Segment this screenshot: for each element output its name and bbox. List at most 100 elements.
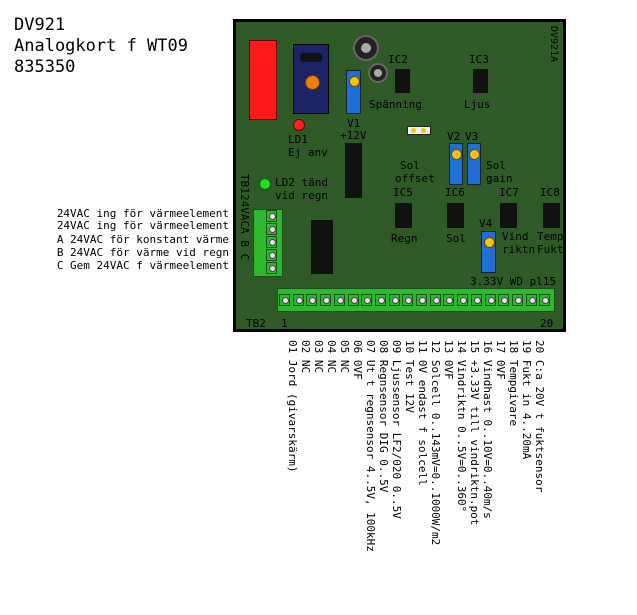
ic3-chip [473,69,488,93]
sol-gain-label-1: Sol [486,159,506,172]
tb2-first-pin: 1 [281,317,288,330]
tb2-terminal[interactable] [539,294,551,306]
tb2-pin-description: 14 Vindriktn 0..5V=0..360° [455,340,468,513]
sol-offset-label-2: offset [395,172,435,185]
tb2-terminal[interactable] [292,294,304,306]
tb2-terminal[interactable] [443,294,455,306]
fukt-label: Fukt [537,243,564,256]
sol-gain-label-2: gain [486,172,513,185]
tb1-terminal-1[interactable] [266,210,277,222]
red-relay-block [249,40,277,120]
v4-label: V4 [479,217,493,230]
riktn-label: riktn [502,243,536,256]
pcb-board: DV921A IC2 Spänning IC3 Ljus V1 +12V LD1… [233,19,566,332]
trimpot-v2[interactable] [449,143,463,185]
tb2-terminal[interactable] [333,294,345,306]
tb2-pin-description: 05 NC [338,340,351,374]
tb1-desc-4: B 24VAC för värme vid regn [56,246,229,259]
v1-label: V1 [347,117,361,130]
regn-label: Regn [391,232,418,245]
header-line-2: Analogkort f WT09 [14,36,188,56]
tb1-desc-3: A 24VAC för konstant värme [56,233,229,246]
tb2-terminal[interactable] [320,294,332,306]
tb1-desc-5: C Gem 24VAC f värmeelement [56,259,229,272]
ic8-label: IC8 [540,186,560,199]
ld2-label: LD2 tänd [275,176,328,189]
tb2-terminal[interactable] [306,294,318,306]
tb1-terminal-c[interactable] [266,262,277,274]
tb2-terminal[interactable] [361,294,373,306]
ic6-chip [447,203,464,228]
tb2-terminal[interactable] [279,294,290,306]
ej-anv-label: Ej anv [288,146,328,159]
capacitor-large [353,35,379,61]
board-id-label: DV921A [548,26,559,63]
tb2-pin-description: 01 Jord (givarskärm) [286,340,299,473]
trimpot-v4[interactable] [481,231,496,273]
ic7-label: IC7 [499,186,519,199]
tb1-terminal-2[interactable] [266,223,277,235]
tb1-terminal-b[interactable] [266,249,277,261]
tb2-pin-description: 10 Test 12V [403,340,416,413]
tb1-terminal-a[interactable] [266,236,277,248]
tb2-pin-description: 15 +3.33V till vindriktn.pot [468,340,481,526]
sol-offset-label-1: Sol [400,159,420,172]
led-ld2 [259,178,271,190]
tb2-terminal[interactable] [429,294,441,306]
tb2-terminal[interactable] [347,294,359,306]
tb2-terminal[interactable] [511,294,523,306]
led-ld1 [293,119,305,131]
tb2-pin-description: 09 Ljussensor LF2/020 0..5V [390,340,403,519]
screw-icon [305,75,320,90]
sol-label: Sol [446,232,466,245]
vind-label: Vind [502,230,529,243]
tb2-terminal[interactable] [484,294,496,306]
tb1-label: TB1 [238,174,251,194]
tb1-pin-labels: 24VACA B C [238,194,251,261]
tb2-terminal[interactable] [388,294,400,306]
ic6-label: IC6 [445,186,465,199]
ic5-label: IC5 [393,186,413,199]
regulator-module [293,44,329,114]
tb2-pin-description: 03 NC [312,340,325,374]
tb2-pin-description: 12 Solcell 0..143mV=0..1000W/m2 [429,340,442,546]
ic-mid-tall [311,220,333,274]
tb2-terminal[interactable] [457,294,469,306]
ljus-label: Ljus [464,98,491,111]
spanning-label: Spänning [369,98,422,111]
header-line-1: DV921 [14,15,66,35]
tb2-pin-description: 08 Regnsensor DIG 0..5V [377,340,390,493]
tb2-pin-description: 07 Ut t regnsensor 4..5V, 100kHz [364,340,377,552]
jumper [407,126,431,135]
ic3-label: IC3 [469,53,489,66]
tb2-terminal[interactable] [374,294,386,306]
tb2-label: TB2 [246,317,266,330]
tb2-pin-description: 06 0VF [351,340,364,380]
ic-left-tall [345,143,362,198]
trimpot-v1[interactable] [346,70,361,114]
vid-regn-label: vid regn [275,189,328,202]
tb1-desc-2: 24VAC ing för värmeelement [56,219,229,232]
tb2-terminal[interactable] [525,294,537,306]
tb2-last-pin: 20 [540,317,554,330]
tb2-pin-description: 20 C:a 20V t fuktsensor [533,340,546,493]
tb2-terminal[interactable] [416,294,427,306]
ic8-chip [543,203,560,228]
tb1-desc-1: 24VAC ing för värmeelement [56,207,229,220]
tb2-pin-description: 04 NC [325,340,338,374]
tb2-terminal[interactable] [498,294,510,306]
ic7-chip [500,203,517,228]
temp-label: Temp [537,230,564,243]
bottom-row-label: 3.33V WD pl15 [470,275,557,288]
tb2-pin-description: 19 Fukt in 4..20mA [520,340,533,460]
ic5-chip [395,203,412,228]
ic2-chip [395,69,410,93]
tb2-terminal[interactable] [470,294,482,306]
tb2-terminal[interactable] [402,294,414,306]
trimpot-v3[interactable] [467,143,481,185]
tb2-pin-description: 17 0VF [494,340,507,380]
header-line-3: 835350 [14,57,76,77]
ld1-label: LD1 [288,133,308,146]
v2-label: V2 [447,130,461,143]
plus12v-label: +12V [340,129,367,142]
